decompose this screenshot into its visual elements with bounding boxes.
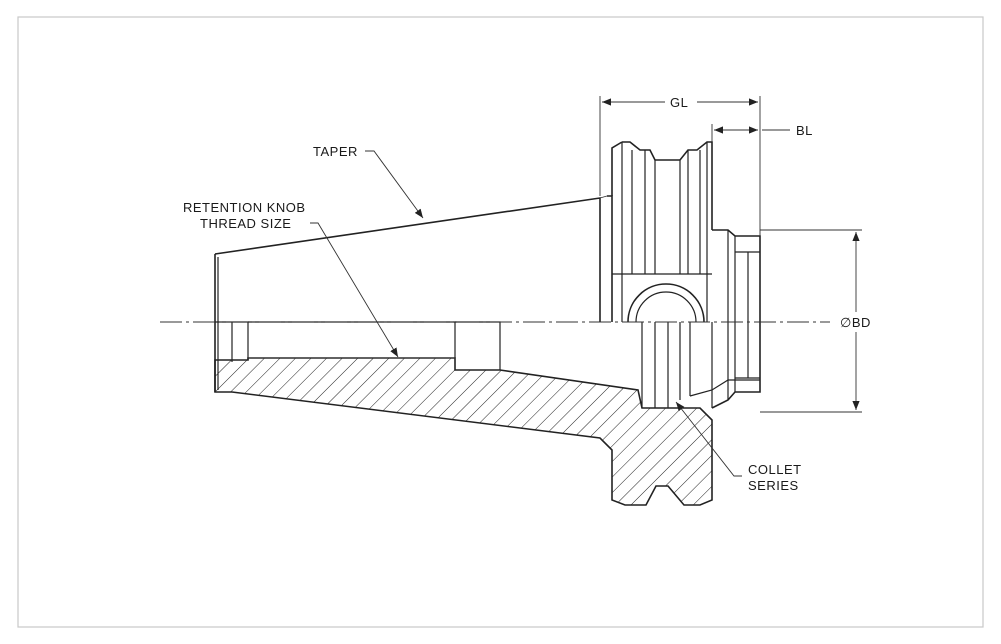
retention-knob-leader (310, 222, 399, 358)
collet-label-line2: SERIES (748, 478, 799, 493)
dimension-bl (711, 124, 790, 142)
nose (641, 229, 761, 409)
gl-label: GL (670, 95, 688, 110)
taper-label: TAPER (313, 144, 358, 159)
collet-label-line1: COLLET (748, 462, 802, 477)
drawing-border (17, 16, 984, 628)
dimension-gl (599, 96, 761, 236)
retention-knob-label-line1: RETENTION KNOB (183, 200, 306, 215)
flange (607, 141, 713, 323)
retention-knob-label-line2: THREAD SIZE (200, 216, 291, 231)
bd-label: ∅BD (840, 315, 871, 330)
taper-leader (365, 150, 424, 219)
collet-leader (675, 401, 742, 477)
bl-label: BL (796, 123, 813, 138)
dimension-bd (760, 229, 862, 413)
taper-section-hatch (214, 357, 713, 506)
